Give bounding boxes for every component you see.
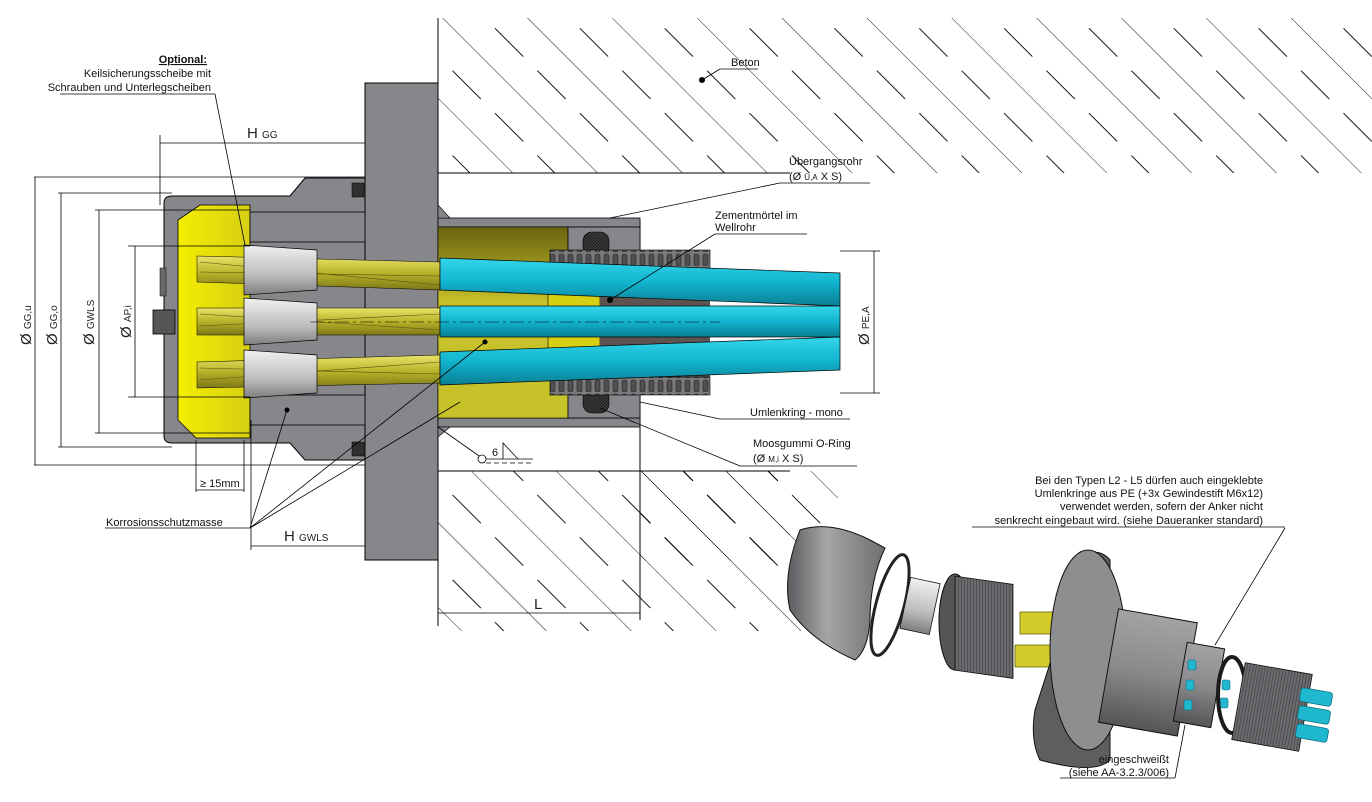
note-line3: verwendet werden, sofern der Anker nicht [1060,501,1263,513]
label-optional-line1: Keilsicherungsscheibe mit [84,68,211,80]
note-line4: senkrecht eingebaut wird. (siehe Daueran… [995,515,1263,527]
label-umlenkring: Umlenkring - mono [750,407,843,419]
sheaths-3d [1295,687,1333,743]
label-zementmoertel-2: Wellrohr [715,222,756,234]
threaded-ring-3d [938,573,1014,679]
wedges-3d [899,576,941,636]
dim-d-pe-a: Ø PE,A [856,306,873,345]
concrete-upper [437,18,1372,174]
dim-d-ap-i: Ø AP,i [118,305,135,338]
dimension-lines [34,135,880,614]
label-korrosion: Korrosionsschutzmasse [106,517,223,529]
label-weld-size: 6 [492,447,498,459]
dim-d-gg-u: Ø GG,u [18,305,35,345]
welded-line1: eingeschweißt [1099,754,1169,766]
welded-line2: (siehe AA-3.2.3/006) [1069,767,1169,779]
dim-d-gg-o: Ø GG,o [44,305,61,345]
dim-h-gg: H GG [247,125,278,142]
o-ring-3d [869,553,911,657]
label-uebergangsrohr-dim: (Ø Ü,A X S) [789,171,842,183]
wedge [243,297,318,346]
cap-3d [787,526,886,661]
label-zementmoertel-1: Zementmörtel im [715,210,798,222]
note-line1: Bei den Typen L2 - L5 dürfen auch eingek… [1035,475,1263,487]
dim-l: L [534,596,542,613]
dim-h-gwls: H GWLS [284,528,329,545]
dimension-texts: H GG H GWLS L Ø GG,u Ø GG,o Ø GWLS Ø AP,… [18,125,873,613]
set-screw-bottom [351,441,365,457]
leader-lines [60,68,1286,779]
label-optional-title: Optional: [159,54,207,66]
sheath [439,305,841,338]
wedge [243,349,318,399]
exploded-view [787,526,1333,768]
note-line2: Umlenkringe aus PE (+3x Gewindestift M6x… [1035,488,1263,500]
label-optional-line2: Schrauben und Unterlegscheiben [48,82,211,94]
strand [196,307,441,336]
concrete-lower [437,220,838,631]
wedge [243,244,318,296]
label-moosgummi-dim: (Ø M,i X S) [753,453,803,465]
vent-screw-icon [152,309,176,335]
label-min-distance: ≥ 15mm [200,478,240,490]
set-screw-top [351,182,365,198]
label-uebergangsrohr: Übergangsrohr [789,156,863,168]
strands-3d [1014,611,1056,668]
text-labels: Optional: Keilsicherungsscheibe mit Schr… [48,54,1285,779]
label-moosgummi: Moosgummi O-Ring [753,438,851,450]
dim-d-gwls: Ø GWLS [81,299,98,345]
label-beton: Beton [731,57,760,69]
strand-group [196,244,841,399]
